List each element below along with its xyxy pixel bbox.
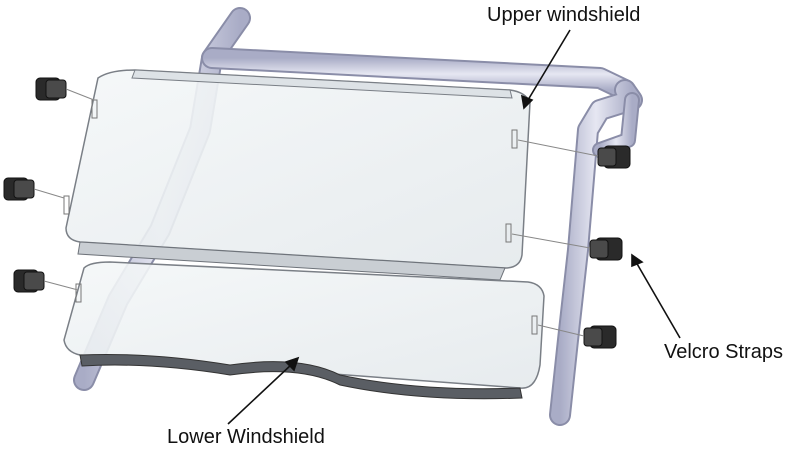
strap-lower-left	[13, 269, 45, 293]
strap-mid-right	[589, 237, 623, 261]
arrow-lower-windshield	[227, 356, 300, 425]
callout-arrows	[227, 29, 681, 425]
velcro-straps	[3, 77, 631, 349]
strap-upper-right	[597, 145, 631, 169]
lower-windshield-panel	[63, 261, 545, 400]
lower-windshield-label: Lower Windshield	[167, 426, 325, 448]
upper-windshield-panel	[63, 69, 531, 281]
velcro-straps-label: Velcro Straps	[664, 341, 783, 363]
arrow-velcro-straps	[631, 253, 681, 339]
arrow-upper-windshield	[520, 29, 571, 110]
strap-leader-lines	[33, 88, 599, 337]
strap-upper-left	[35, 77, 67, 101]
strap-lower-right	[583, 325, 617, 349]
strap-mid-left	[3, 177, 35, 201]
upper-windshield-label: Upper windshield	[487, 4, 641, 26]
